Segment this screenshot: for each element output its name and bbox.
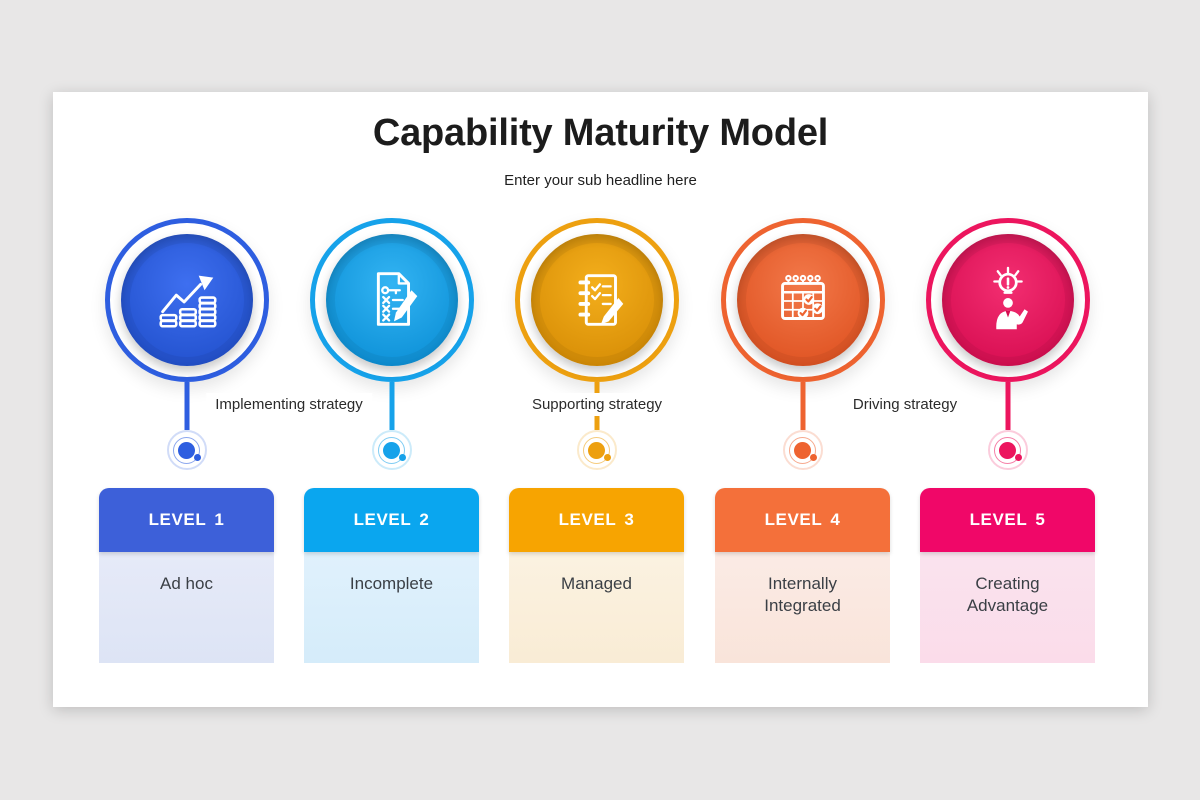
level-circle xyxy=(309,218,474,382)
level-card-body: Creating Advantage xyxy=(920,552,1095,663)
level-title: LEVEL 4 xyxy=(764,510,841,529)
level-circle xyxy=(514,218,679,382)
connector-line xyxy=(389,382,394,430)
level-disc xyxy=(120,234,253,366)
document-pen-icon xyxy=(376,272,417,326)
level-card: LEVEL 1 Ad hoc xyxy=(99,488,274,663)
idea-person-icon xyxy=(992,266,1028,330)
notebook-checklist-icon xyxy=(578,274,623,326)
page-subtitle: Enter your sub headline here xyxy=(504,172,697,189)
level-card: LEVEL 2 Incomplete xyxy=(304,488,479,663)
strategy-label-supporting: Supporting strategy xyxy=(522,393,672,416)
connector-node xyxy=(987,430,1028,470)
connector-node xyxy=(371,430,412,470)
level-title: LEVEL 5 xyxy=(969,510,1046,529)
level-card-header: LEVEL 3 xyxy=(509,488,684,552)
level-description: Managed xyxy=(561,574,632,593)
level-column-5: LEVEL 5 Creating Advantage xyxy=(920,92,1095,707)
level-card-header: LEVEL 4 xyxy=(715,488,890,552)
level-circle xyxy=(104,218,269,382)
connector-line xyxy=(800,382,805,430)
level-title: LEVEL 3 xyxy=(558,510,635,529)
level-card-body: Internally Integrated xyxy=(715,552,890,663)
calendar-check-icon xyxy=(780,274,825,320)
level-disc xyxy=(736,234,869,366)
level-card-body: Incomplete xyxy=(304,552,479,663)
level-card-body: Ad hoc xyxy=(99,552,274,663)
level-description: Ad hoc xyxy=(160,574,213,593)
level-card: LEVEL 3 Managed xyxy=(509,488,684,663)
strategy-label-driving: Driving strategy xyxy=(843,393,967,416)
connector-node xyxy=(782,430,823,470)
level-title: LEVEL 2 xyxy=(353,510,430,529)
level-card-header: LEVEL 1 xyxy=(99,488,274,552)
level-description: Incomplete xyxy=(349,574,434,593)
growth-icon xyxy=(158,275,217,328)
level-card: LEVEL 4 Internally Integrated xyxy=(715,488,890,663)
level-column-4: LEVEL 4 Internally Integrated xyxy=(715,92,890,707)
connector-node xyxy=(576,430,617,470)
level-title: LEVEL 1 xyxy=(148,510,225,529)
slide-canvas: Capability Maturity Model Enter your sub… xyxy=(53,92,1148,707)
page-title: Capability Maturity Model xyxy=(372,112,829,154)
level-card: LEVEL 5 Creating Advantage xyxy=(920,488,1095,663)
level-description: Creating Advantage xyxy=(966,574,1049,616)
connector-line xyxy=(184,382,189,430)
level-disc xyxy=(530,234,663,366)
level-disc xyxy=(941,234,1074,366)
level-card-header: LEVEL 2 xyxy=(304,488,479,552)
level-column-2: LEVEL 2 Incomplete xyxy=(304,92,479,707)
strategy-label-implementing: Implementing strategy xyxy=(206,393,372,416)
connector-node xyxy=(166,430,207,470)
level-disc xyxy=(325,234,458,366)
level-column-3: LEVEL 3 Managed xyxy=(509,92,684,707)
level-description: Internally Integrated xyxy=(764,574,841,616)
level-circle xyxy=(925,218,1090,382)
level-column-1: LEVEL 1 Ad hoc xyxy=(99,92,274,707)
level-card-body: Managed xyxy=(509,552,684,663)
level-card-header: LEVEL 5 xyxy=(920,488,1095,552)
level-circle xyxy=(720,218,885,382)
connector-line xyxy=(1005,382,1010,430)
